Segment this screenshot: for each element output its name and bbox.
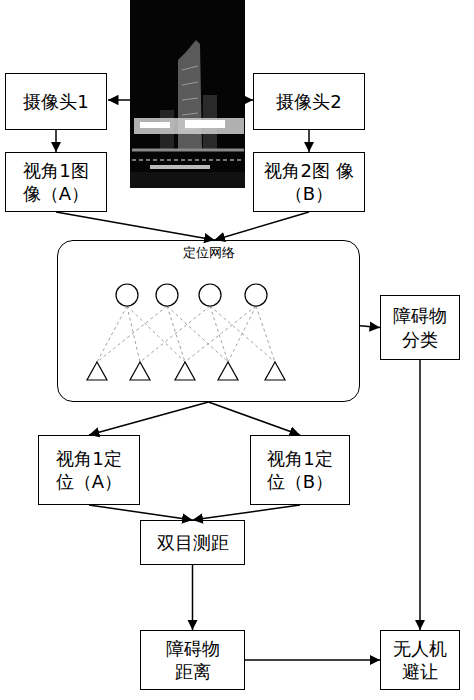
node-label: 双目测距 — [157, 531, 229, 554]
process-box: 无人机 避让 — [380, 630, 460, 690]
flow-arrow — [308, 130, 310, 152]
flow-arrow — [419, 360, 421, 630]
flow-arrow — [360, 326, 380, 328]
flow-arrow — [89, 402, 209, 435]
node-label: 视角1定 位（B） — [259, 447, 341, 494]
network-group: 定位网络 — [57, 240, 360, 402]
node-label: 摄像头1 — [23, 90, 88, 113]
process-box: 摄像头2 — [253, 73, 365, 130]
process-box: 障碍物 距离 — [140, 630, 245, 690]
process-box: 障碍物 分类 — [380, 295, 460, 360]
node-label: 视角2图 像（B） — [262, 159, 356, 206]
process-box: 摄像头1 — [5, 73, 107, 130]
city-photo — [130, 0, 245, 188]
node-label: 摄像头2 — [276, 90, 341, 113]
node-label: 障碍物 分类 — [389, 304, 451, 351]
node-label: 视角1定 位（A） — [47, 447, 131, 494]
image-arrow — [108, 99, 130, 101]
flow-arrow — [215, 212, 309, 240]
flow-arrow — [209, 402, 301, 435]
flow-arrow — [245, 659, 380, 661]
node-label: 无人机 避让 — [389, 637, 451, 684]
flow-arrow — [192, 565, 194, 630]
flow-arrow — [89, 505, 193, 520]
neural-net — [87, 284, 285, 380]
node-label: 定位网络 — [183, 245, 235, 262]
process-box: 视角1定 位（B） — [250, 435, 350, 505]
process-box: 视角2图 像（B） — [253, 152, 365, 212]
flow-arrow — [55, 130, 57, 152]
node-label: 视角1图 像（A） — [14, 159, 98, 206]
process-box: 双目测距 — [140, 520, 245, 565]
node-label: 障碍物 距离 — [149, 637, 236, 684]
flow-arrow — [193, 505, 301, 520]
process-box: 视角1定 位（A） — [38, 435, 140, 505]
process-box: 视角1图 像（A） — [5, 152, 107, 212]
image-arrow — [245, 99, 253, 101]
flow-arrow — [56, 212, 215, 240]
